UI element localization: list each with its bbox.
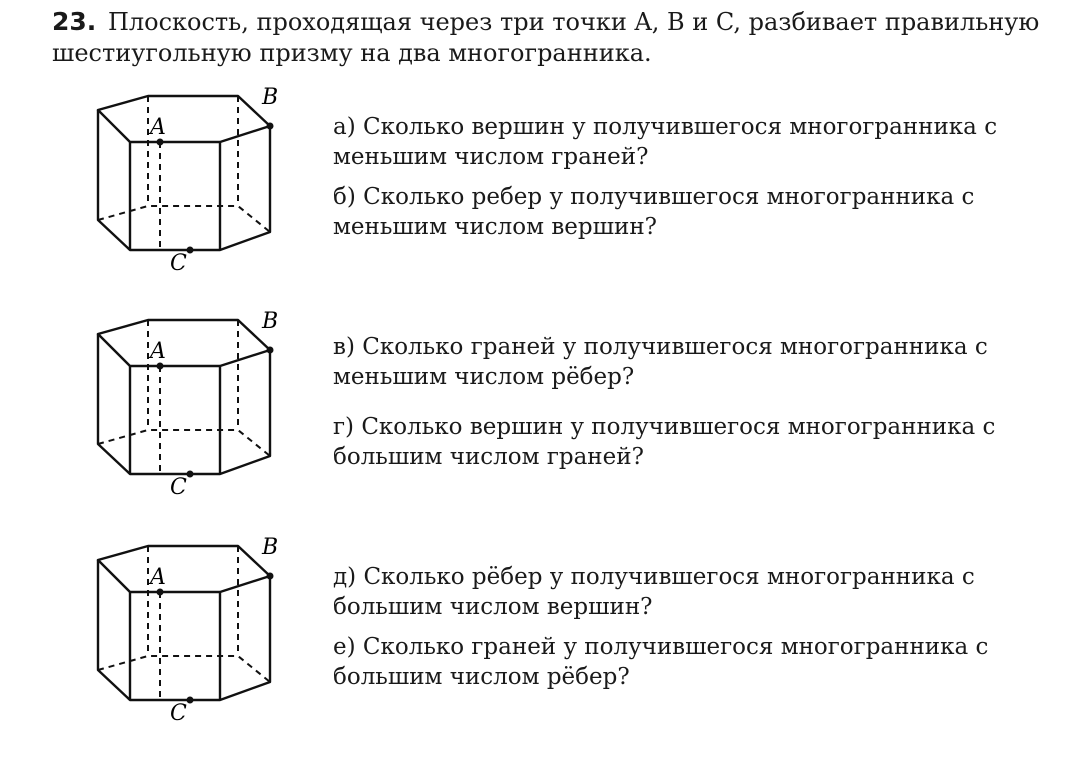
point-b-marker	[266, 122, 274, 130]
point-c-marker	[186, 696, 194, 704]
point-c-marker	[186, 246, 194, 254]
question-b: б) Сколько ребер у получившегося многогр…	[333, 184, 975, 240]
prism-top-face	[96, 318, 272, 368]
prism-hidden-bottom-edges	[97, 205, 271, 233]
point-a-marker	[156, 138, 164, 146]
hex-prism-figure-1: A B C	[96, 85, 278, 272]
label-b: B	[261, 309, 278, 334]
prism-visible-edges	[96, 334, 272, 476]
prism-top-face	[96, 544, 272, 594]
point-b-marker	[266, 346, 274, 354]
point-a-marker	[156, 362, 164, 370]
label-b: B	[261, 85, 278, 110]
label-c: C	[170, 251, 187, 272]
prism-visible-edges	[96, 560, 272, 702]
task-block-1: A B C а) Сколько вершин у получившегося …	[0, 82, 1078, 312]
label-a: A	[148, 565, 166, 590]
task-block-2: A B C в) Сколько граней у получившегося …	[0, 306, 1078, 536]
hex-prism-figure-2: A B C	[96, 309, 278, 496]
label-a: A	[148, 339, 166, 364]
question-d: д) Сколько рёбер у получившегося многогр…	[333, 564, 975, 620]
label-a: A	[148, 115, 166, 140]
question-g: г) Сколько вершин у получившегося многог…	[333, 414, 996, 470]
label-c: C	[170, 701, 187, 722]
question-v: в) Сколько граней у получившегося многог…	[333, 334, 988, 390]
prism-hidden-bottom-edges	[97, 655, 271, 683]
question-e: е) Сколько граней у получившегося многог…	[333, 634, 989, 690]
problem-header: 23. Плоскость, проходящая через три точк…	[52, 6, 1062, 69]
question-a: а) Сколько вершин у получившегося многог…	[333, 114, 998, 170]
point-a-marker	[156, 588, 164, 596]
label-c: C	[170, 475, 187, 496]
problem-statement: Плоскость, проходящая через три точки A,…	[52, 8, 1040, 67]
point-b-marker	[266, 572, 274, 580]
label-b: B	[261, 535, 278, 560]
task-block-3: A B C д) Сколько рёбер у получившегося м…	[0, 532, 1078, 762]
prism-hidden-bottom-edges	[97, 429, 271, 457]
prism-visible-edges	[96, 110, 272, 252]
point-c-marker	[186, 470, 194, 478]
hex-prism-figure-3: A B C	[96, 535, 278, 722]
prism-top-face	[96, 94, 272, 144]
problem-number: 23.	[52, 7, 97, 36]
